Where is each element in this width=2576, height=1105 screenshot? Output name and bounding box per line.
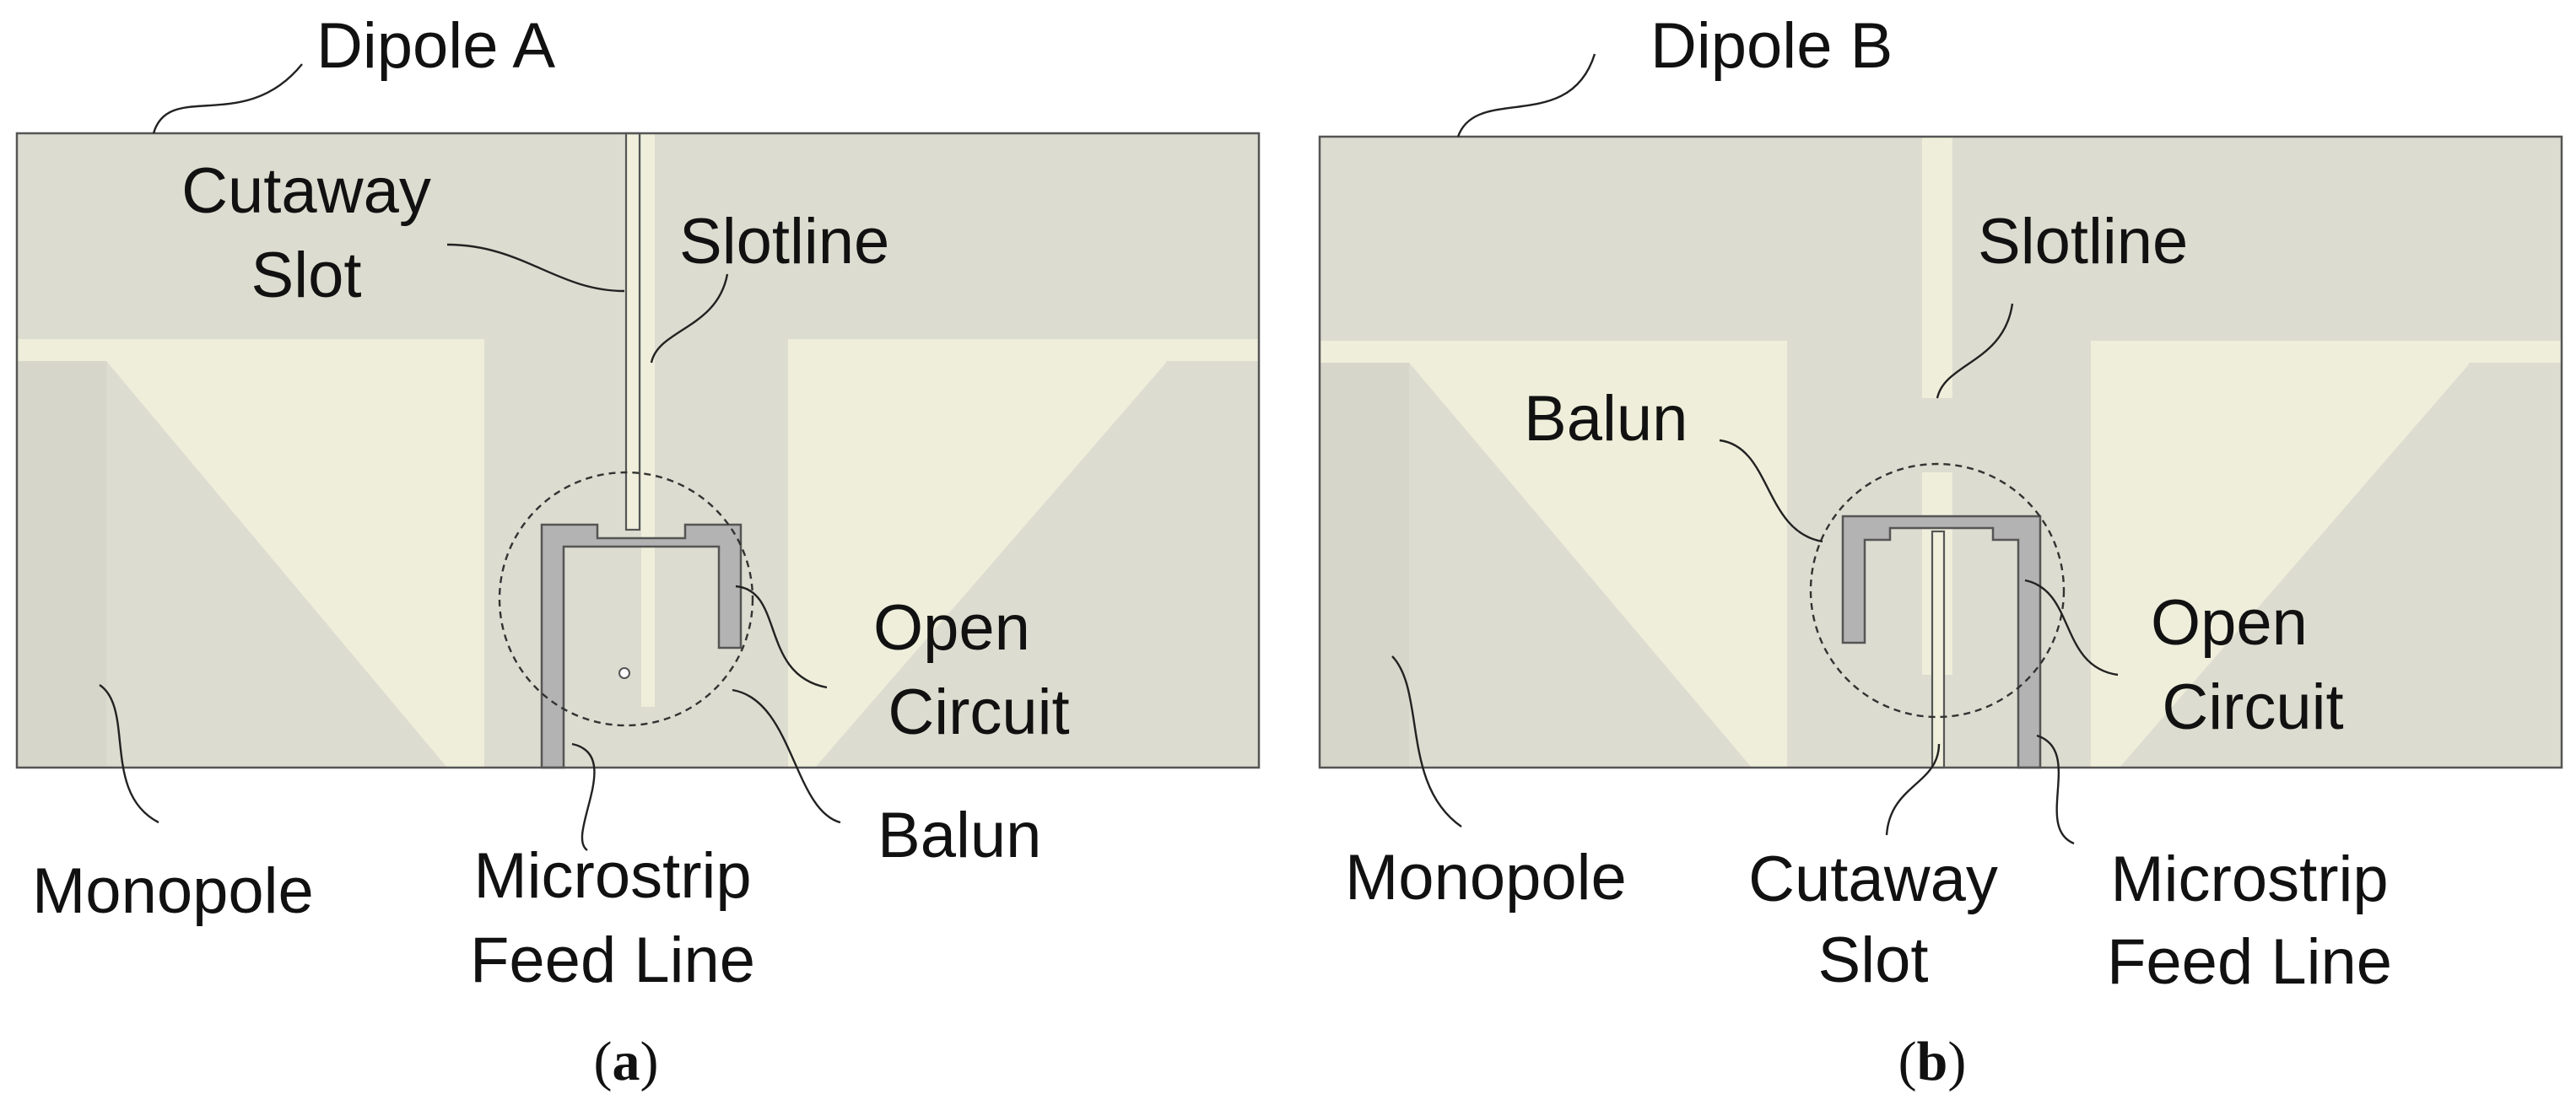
panel-b-balun-circle xyxy=(1809,462,2066,719)
panel-b-label-cutaway-1: Cutaway xyxy=(1748,844,1998,915)
panel-a-label-monopole: Monopole xyxy=(32,855,314,927)
panel-a-label-dipole: Dipole A xyxy=(316,10,555,82)
panel-a-gap-strip xyxy=(17,339,484,361)
panel-a-leader-cutaway xyxy=(446,243,625,293)
panel-b-leader-balun xyxy=(1719,439,1823,543)
panel-b-label-cutaway-2: Slot xyxy=(1818,924,1929,996)
panel-b-leader-monopole xyxy=(1391,655,1462,827)
panel-b: Dipole B Slotline Balun Open Circuit Mon… xyxy=(1318,10,2563,1092)
panel-b-label-feed-1: Microstrip xyxy=(2110,844,2388,915)
panel-b-caption: (b) xyxy=(1898,1031,1967,1092)
panel-a-label-cutaway-1: Cutaway xyxy=(181,155,431,227)
panel-a-leader-open xyxy=(735,585,828,689)
panel-a-label-feed-1: Microstrip xyxy=(473,840,751,912)
panel-b-label-slotline: Slotline xyxy=(1978,206,2188,278)
panel-a-label-open-1: Open xyxy=(873,592,1030,664)
panel-b-label-balun: Balun xyxy=(1524,383,1688,455)
panel-b-left-dipole-shade xyxy=(1320,363,1409,768)
panel-b-label-open-2: Circuit xyxy=(2162,671,2343,743)
panel-b-leader-feed xyxy=(2036,734,2075,845)
panel-b-right-flare xyxy=(2091,341,2469,768)
panel-b-label-open-1: Open xyxy=(2151,587,2308,659)
panel-b-left-flare xyxy=(1409,363,1787,768)
panel-a-balun-circle xyxy=(498,471,754,727)
panel-a-label-slotline: Slotline xyxy=(679,206,889,278)
panel-b-gap-strip xyxy=(1320,341,1787,363)
panel-a-leader-balun xyxy=(732,688,841,824)
panel-a-gap-strip-right xyxy=(1164,339,1259,361)
panel-a-caption: (a) xyxy=(594,1031,659,1092)
panel-b-gap-strip-right xyxy=(2467,341,2562,363)
panel-b-leader-dipole xyxy=(1456,53,1596,137)
panel-b-leader-slotline xyxy=(1936,303,2014,399)
panel-a-leader-dipole xyxy=(152,63,303,134)
panel-a-board-outline xyxy=(15,132,1261,769)
panel-b-label-dipole: Dipole B xyxy=(1650,10,1893,82)
panel-b-slotline xyxy=(1922,137,1952,398)
panel-a-right-flare xyxy=(788,339,1166,768)
panel-a-via xyxy=(618,667,630,679)
panel-a: Dipole A Cutaway Slot Slotline Open Circ… xyxy=(15,10,1261,1092)
panel-b-cutaway-slot xyxy=(1931,530,1946,769)
panel-a-leader-monopole xyxy=(99,684,159,824)
panel-a-leader-feed xyxy=(571,742,596,851)
panel-b-board-outline xyxy=(1318,135,2563,769)
panel-a-leader-slotline xyxy=(650,273,729,364)
panel-a-label-balun: Balun xyxy=(878,800,1041,871)
panel-a-label-cutaway-2: Slot xyxy=(251,240,362,311)
panel-a-left-flare xyxy=(106,361,484,768)
panel-a-cutaway-slot xyxy=(624,132,641,531)
panel-a-label-open-2: Circuit xyxy=(888,676,1069,748)
panel-b-leader-open xyxy=(2024,579,2119,676)
panel-a-label-feed-2: Feed Line xyxy=(470,924,755,996)
panel-a-slotline xyxy=(641,133,655,707)
panel-b-leader-cutaway xyxy=(1885,743,1941,836)
panel-a-left-dipole-shade xyxy=(17,361,106,768)
panel-b-label-feed-2: Feed Line xyxy=(2107,926,2392,998)
panel-a-right-flare-edge xyxy=(788,339,1166,363)
panel-b-label-monopole: Monopole xyxy=(1345,842,1627,914)
